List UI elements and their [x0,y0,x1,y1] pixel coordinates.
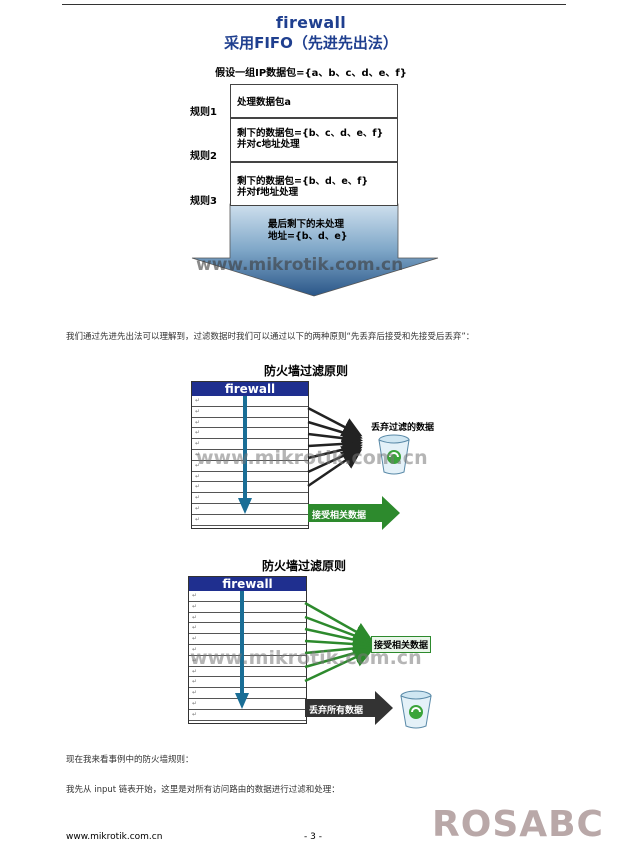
table-row: ↵ [189,591,306,602]
table-row: ↵ [192,450,308,461]
fifo-remaining-line2: 地址={b、d、e} [268,231,348,242]
rule-label-1: 规则1 [190,107,217,118]
diagram2-arrows [235,591,393,725]
table-row: ↵ [189,688,306,699]
diagram2-table-header: firewall [189,577,306,591]
fifo-remaining-line1: 最后剩下的未处理 [268,219,345,230]
rule-label-2: 规则2 [190,151,217,162]
header-rule [62,4,566,5]
diagram1-drop-label: 丢弃过滤的数据 [371,423,435,433]
recycle-bin-icon [400,690,432,729]
fifo-step-1-text: 处理数据包a [237,97,291,108]
diagram1-title: 防火墙过滤原则 [264,364,349,378]
fifo-step-1: 处理数据包a [230,84,398,118]
diagram1-arrows [238,396,400,530]
table-row: ↵ [192,439,308,450]
diagram1-accept-label: 接受相关数据 [312,511,367,521]
diagram2-drop-arrow [305,691,393,725]
diagram2-accept-label: 接受相关数据 [371,636,432,653]
table-row: ↵ [192,407,308,418]
table-row: ↵ [192,418,308,429]
diagram1-accept-arrow [308,496,400,530]
page-title: firewall [275,13,347,32]
table-row: ↵ [189,634,306,645]
fifo-step-3-line1: 剩下的数据包={b、d、e、f} [237,176,369,187]
page-subtitle: 采用FIFO（先进先出法） [224,34,398,52]
watermark-3: www.mikrotik.com.cn [190,647,422,669]
fifo-remaining: 最后剩下的未处理 地址={b、d、e} [268,219,348,243]
table-row: ↵ [189,710,306,721]
paragraph-3: 我先从 input 链表开始，这里是对所有访问路由的数据进行过滤和处理： [66,785,340,795]
rule-label-3: 规则3 [190,196,217,207]
fifo-step-2-line2: 并对c地址处理 [237,139,300,150]
table-row: ↵ [192,461,308,472]
table-row: ↵ [189,656,306,667]
table-row: ↵ [192,428,308,440]
table-row: ↵ [189,623,306,635]
assumption-text: 假设一组IP数据包={a、b、c、d、e、f} [215,68,407,79]
fifo-step-3: 剩下的数据包={b、d、e、f} 并对f地址处理 [230,162,398,206]
diagram1-table-header: firewall [192,382,308,396]
table-row: ↵ [189,613,306,624]
brand-logo: ROSABC [432,804,604,845]
footer-site: www.mikrotik.com.cn [66,832,163,842]
footer-page-number: - 3 - [304,832,322,842]
diagram1-flow-head [238,498,252,514]
table-row: ↵ [189,699,306,710]
table-row: ↵ [192,472,308,483]
table-row: ↵ [192,504,308,515]
watermark-1: www.mikrotik.com.cn [196,255,404,275]
fifo-step-2: 剩下的数据包={b、c、d、e、f} 并对c地址处理 [230,118,398,162]
diagram2-drop-label: 丢弃所有数据 [309,706,364,716]
intro-paragraph: 我们通过先进先出法可以理解到，过滤数据时我们可以通过以下的两种原则“先丢弃后接受… [66,332,475,342]
table-row: ↵ [189,645,306,656]
table-row: ↵ [189,667,306,678]
table-row: ↵ [192,396,308,407]
fifo-down-arrow [191,203,439,297]
paragraph-2: 现在我来看事例中的防火墙规则： [66,755,194,765]
table-row: ↵ [192,482,308,494]
diagram2-flow-head [235,693,249,709]
diagram2-table: firewall ↵↵↵↵↵↵↵↵↵↵↵↵ [188,576,307,724]
table-row: ↵ [189,602,306,613]
diagram2-title: 防火墙过滤原则 [262,559,347,573]
diagram1-table: firewall ↵↵↵↵↵↵↵↵↵↵↵↵ [191,381,309,529]
watermark-2: www.mikrotik.com.cn [196,447,428,469]
recycle-bin-icon [378,434,410,475]
table-row: ↵ [192,493,308,504]
fifo-step-2-line1: 剩下的数据包={b、c、d、e、f} [237,128,384,139]
table-row: ↵ [192,515,308,526]
table-row: ↵ [189,677,306,689]
fifo-step-3-line2: 并对f地址处理 [237,187,299,198]
